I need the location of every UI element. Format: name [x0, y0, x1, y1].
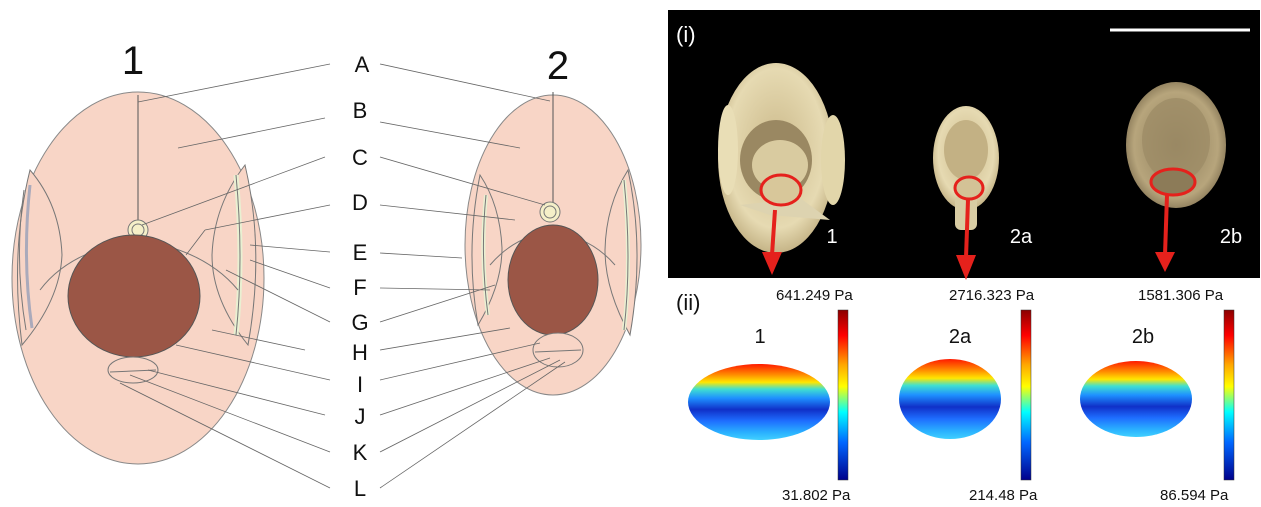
- sim-2a-ellipse: [899, 359, 1001, 439]
- photo-label-2a: 2a: [1010, 226, 1033, 248]
- photo-label-2b: 2b: [1220, 226, 1242, 248]
- sim-1-max: 641.249 Pa: [776, 287, 853, 304]
- seed1-label: 1: [122, 39, 144, 83]
- sim-2b-ellipse: [1080, 361, 1192, 437]
- label-d: D: [352, 190, 368, 215]
- label-g: G: [351, 310, 368, 335]
- simulation-panel: (ii) 641.249 Pa 1 31.802 Pa 2716.323 Pa …: [676, 287, 1234, 504]
- photo-label-1: 1: [826, 226, 837, 248]
- label-l: L: [354, 476, 366, 501]
- sim-2a-max: 2716.323 Pa: [949, 287, 1035, 304]
- sim-2b-max: 1581.306 Pa: [1138, 287, 1224, 304]
- seed-2-illustration: [465, 92, 641, 395]
- sim-2a-min: 214.48 Pa: [969, 487, 1038, 504]
- sim-1-ellipse: [688, 364, 830, 440]
- seed-1-illustration: [12, 92, 264, 464]
- photo-panel: (i) 1 2a 2b: [668, 10, 1260, 278]
- label-j: J: [355, 404, 366, 429]
- sim-1-label: 1: [754, 326, 765, 348]
- label-f: F: [353, 275, 366, 300]
- label-c: C: [352, 145, 368, 170]
- seed-diagram: 1 2: [12, 39, 641, 501]
- label-k: K: [353, 440, 368, 465]
- label-b: B: [353, 98, 368, 123]
- sim-2b-min: 86.594 Pa: [1160, 487, 1229, 504]
- sim-2b-colorbar: [1224, 310, 1234, 480]
- photo-panel-label: (i): [676, 22, 696, 47]
- sim-1-min: 31.802 Pa: [782, 487, 851, 504]
- sim-2a-colorbar: [1021, 310, 1031, 480]
- label-a: A: [355, 52, 370, 77]
- label-h: H: [352, 340, 368, 365]
- seed2-label: 2: [547, 44, 569, 88]
- sim-2a-label: 2a: [949, 326, 972, 348]
- sim-1-colorbar: [838, 310, 848, 480]
- sim-2b-label: 2b: [1132, 326, 1154, 348]
- label-i: I: [357, 372, 363, 397]
- letter-labels: A B C D E F G H I J K L: [351, 52, 369, 501]
- seed-photo-2b: [1126, 82, 1226, 208]
- sim-panel-label: (ii): [676, 290, 700, 315]
- label-e: E: [353, 240, 368, 265]
